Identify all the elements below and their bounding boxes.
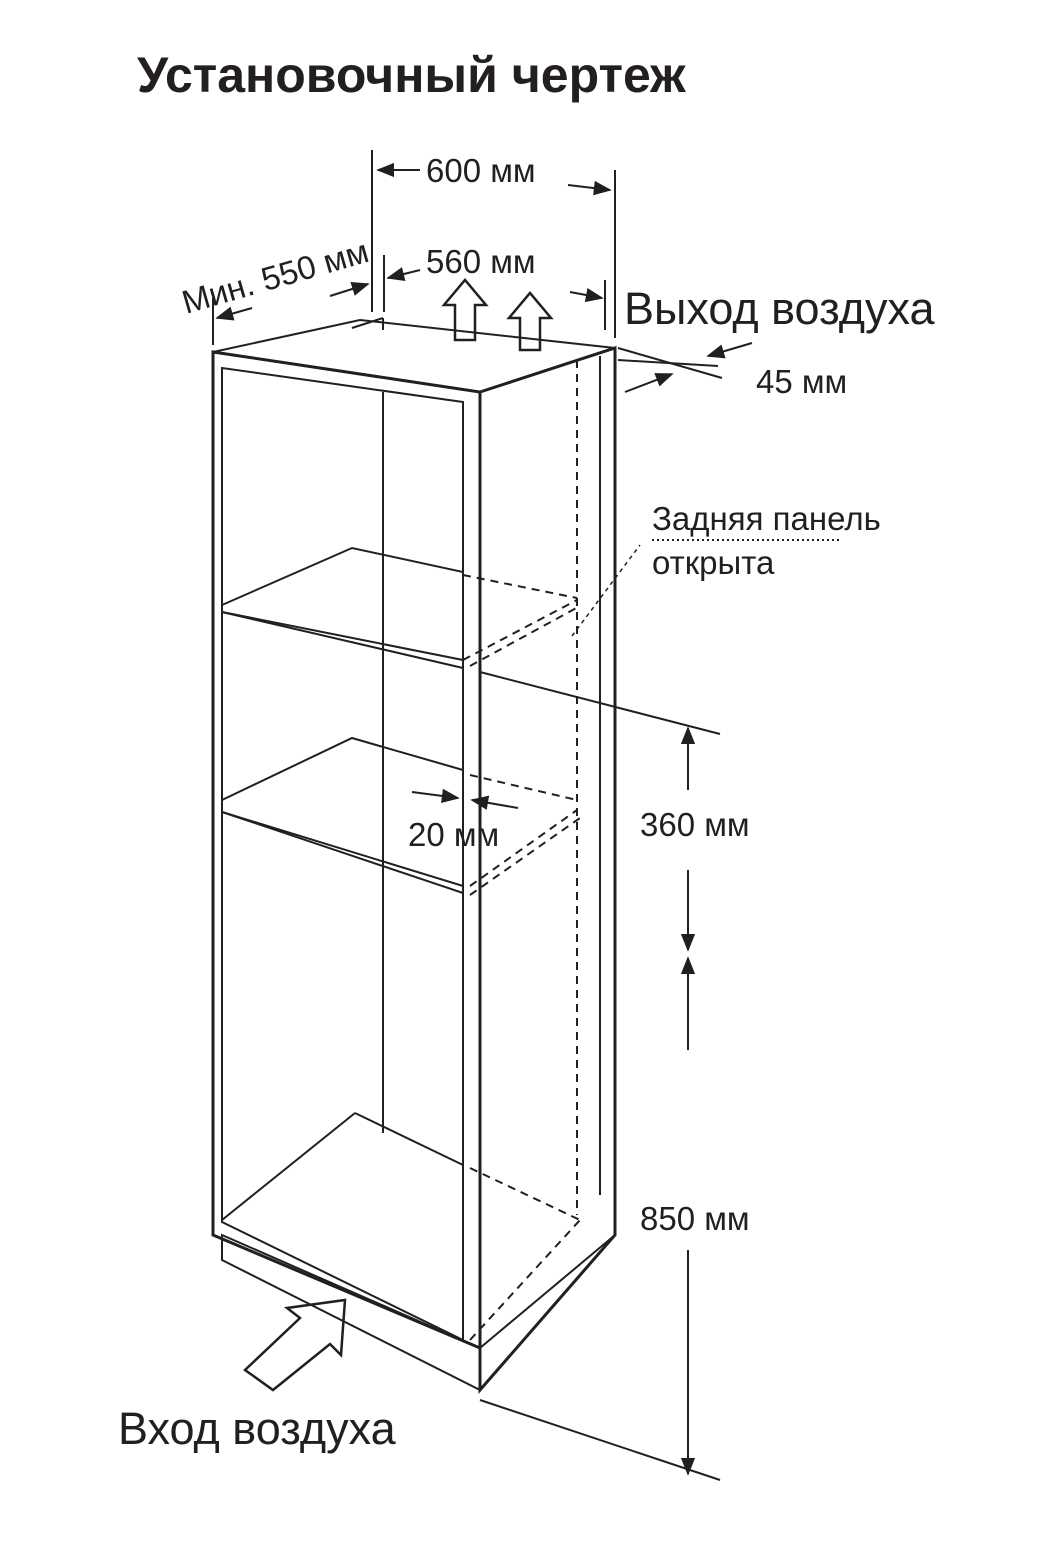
- dim-550-label: Мин. 550 мм: [178, 232, 373, 321]
- dim-45-label: 45 мм: [756, 363, 847, 400]
- dim-550: [212, 282, 370, 345]
- middle-shelf: [221, 736, 581, 896]
- dim-600: [371, 150, 616, 338]
- upper-shelf: [221, 546, 581, 669]
- dim-20-label: 20 мм: [408, 816, 499, 853]
- cabinet-front-frame: [211, 317, 617, 1395]
- dim-560-label: 560 мм: [426, 243, 536, 280]
- air-out-label: Выход воздуха: [624, 283, 935, 334]
- air-inlet-arrow: [243, 1298, 347, 1392]
- dim-600-label: 600 мм: [426, 152, 536, 189]
- page-title: Установочный чертеж: [137, 47, 686, 103]
- dim-20: [411, 788, 519, 810]
- dim-360-label: 360 мм: [640, 806, 750, 843]
- air-outlet-arrows: [441, 278, 554, 352]
- dim-560: [383, 255, 606, 330]
- cabinet-floor: [221, 1112, 581, 1341]
- air-in-label: Вход воздуха: [118, 1403, 397, 1454]
- dim-850-label: 850 мм: [640, 1200, 750, 1237]
- dim-height: [479, 671, 721, 1481]
- dim-45: [617, 342, 753, 393]
- rear-panel-label-line1: Задняя панель: [652, 500, 881, 537]
- rear-panel-outline: [571, 360, 641, 1215]
- rear-panel-label-line2: открыта: [652, 544, 775, 581]
